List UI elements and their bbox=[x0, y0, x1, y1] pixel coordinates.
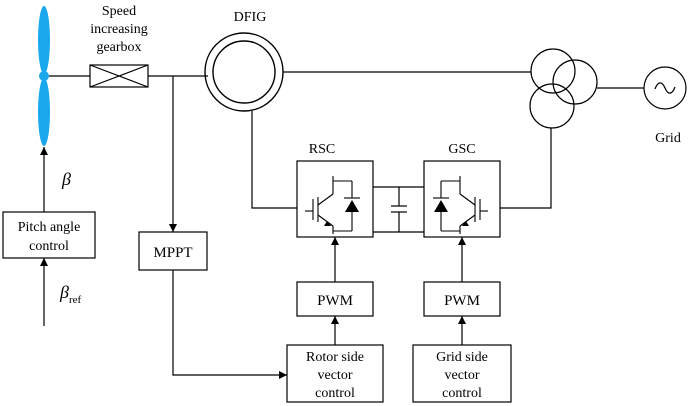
rotor-control-label-3: control bbox=[315, 386, 355, 401]
turbine-rotor-icon bbox=[38, 6, 50, 146]
gsc-emitter-arrow bbox=[462, 221, 469, 226]
grid-side-control-block bbox=[412, 344, 512, 403]
mppt-to-rotor-control-arrow bbox=[172, 270, 287, 379]
rotor-line bbox=[251, 111, 297, 209]
gearbox-label-1: Speed bbox=[102, 4, 136, 19]
lower-blade bbox=[38, 78, 50, 146]
hub bbox=[39, 71, 49, 81]
rsc-igbt-icon bbox=[305, 176, 360, 234]
grid-control-label-1: Grid side bbox=[436, 350, 488, 365]
grid-source-icon bbox=[643, 66, 687, 110]
transformer bbox=[529, 48, 598, 129]
rotor-side-control-block bbox=[286, 344, 384, 403]
gsc-to-transformer-line bbox=[500, 128, 552, 209]
gsc-igbt-icon bbox=[433, 176, 488, 234]
mppt-block bbox=[138, 231, 208, 271]
sine-wave-icon bbox=[654, 82, 676, 94]
rsc-label: RSC bbox=[309, 142, 335, 157]
rsc-diode-icon bbox=[345, 200, 359, 212]
grid-control-label-3: control bbox=[442, 386, 482, 401]
upper-blade bbox=[38, 6, 50, 74]
gsc-label: GSC bbox=[448, 142, 475, 157]
gearbox-label-3: gearbox bbox=[96, 40, 141, 55]
dc-link bbox=[373, 186, 424, 233]
rsc-block bbox=[296, 160, 374, 238]
rotor-control-label-1: Rotor side bbox=[306, 350, 364, 365]
pitch-control-label-1: Pitch angle bbox=[18, 220, 81, 235]
rotor-control-label-2: vector bbox=[318, 368, 353, 383]
dfig-machine bbox=[204, 32, 284, 112]
dfig-label: DFIG bbox=[234, 10, 267, 25]
rsc-pwm-block bbox=[296, 281, 374, 317]
gsc-pwm-block bbox=[423, 281, 501, 317]
beta-label: β bbox=[61, 169, 71, 189]
gsc-block bbox=[423, 160, 501, 238]
mppt-label: MPPT bbox=[153, 245, 192, 261]
grid-control-label-2: vector bbox=[445, 368, 480, 383]
gearbox-block bbox=[89, 64, 149, 88]
beta-ref-label: βref bbox=[59, 282, 82, 306]
gsc-diode-icon bbox=[434, 200, 448, 212]
rsc-emitter-arrow bbox=[324, 221, 331, 226]
gsc-pwm-label: PWM bbox=[444, 293, 480, 309]
pitch-control-label-2: control bbox=[29, 239, 69, 254]
gearbox-label-2: increasing bbox=[90, 22, 148, 37]
rsc-pwm-label: PWM bbox=[317, 293, 353, 309]
grid-label: Grid bbox=[655, 131, 681, 146]
pitch-angle-control-block bbox=[2, 211, 96, 259]
